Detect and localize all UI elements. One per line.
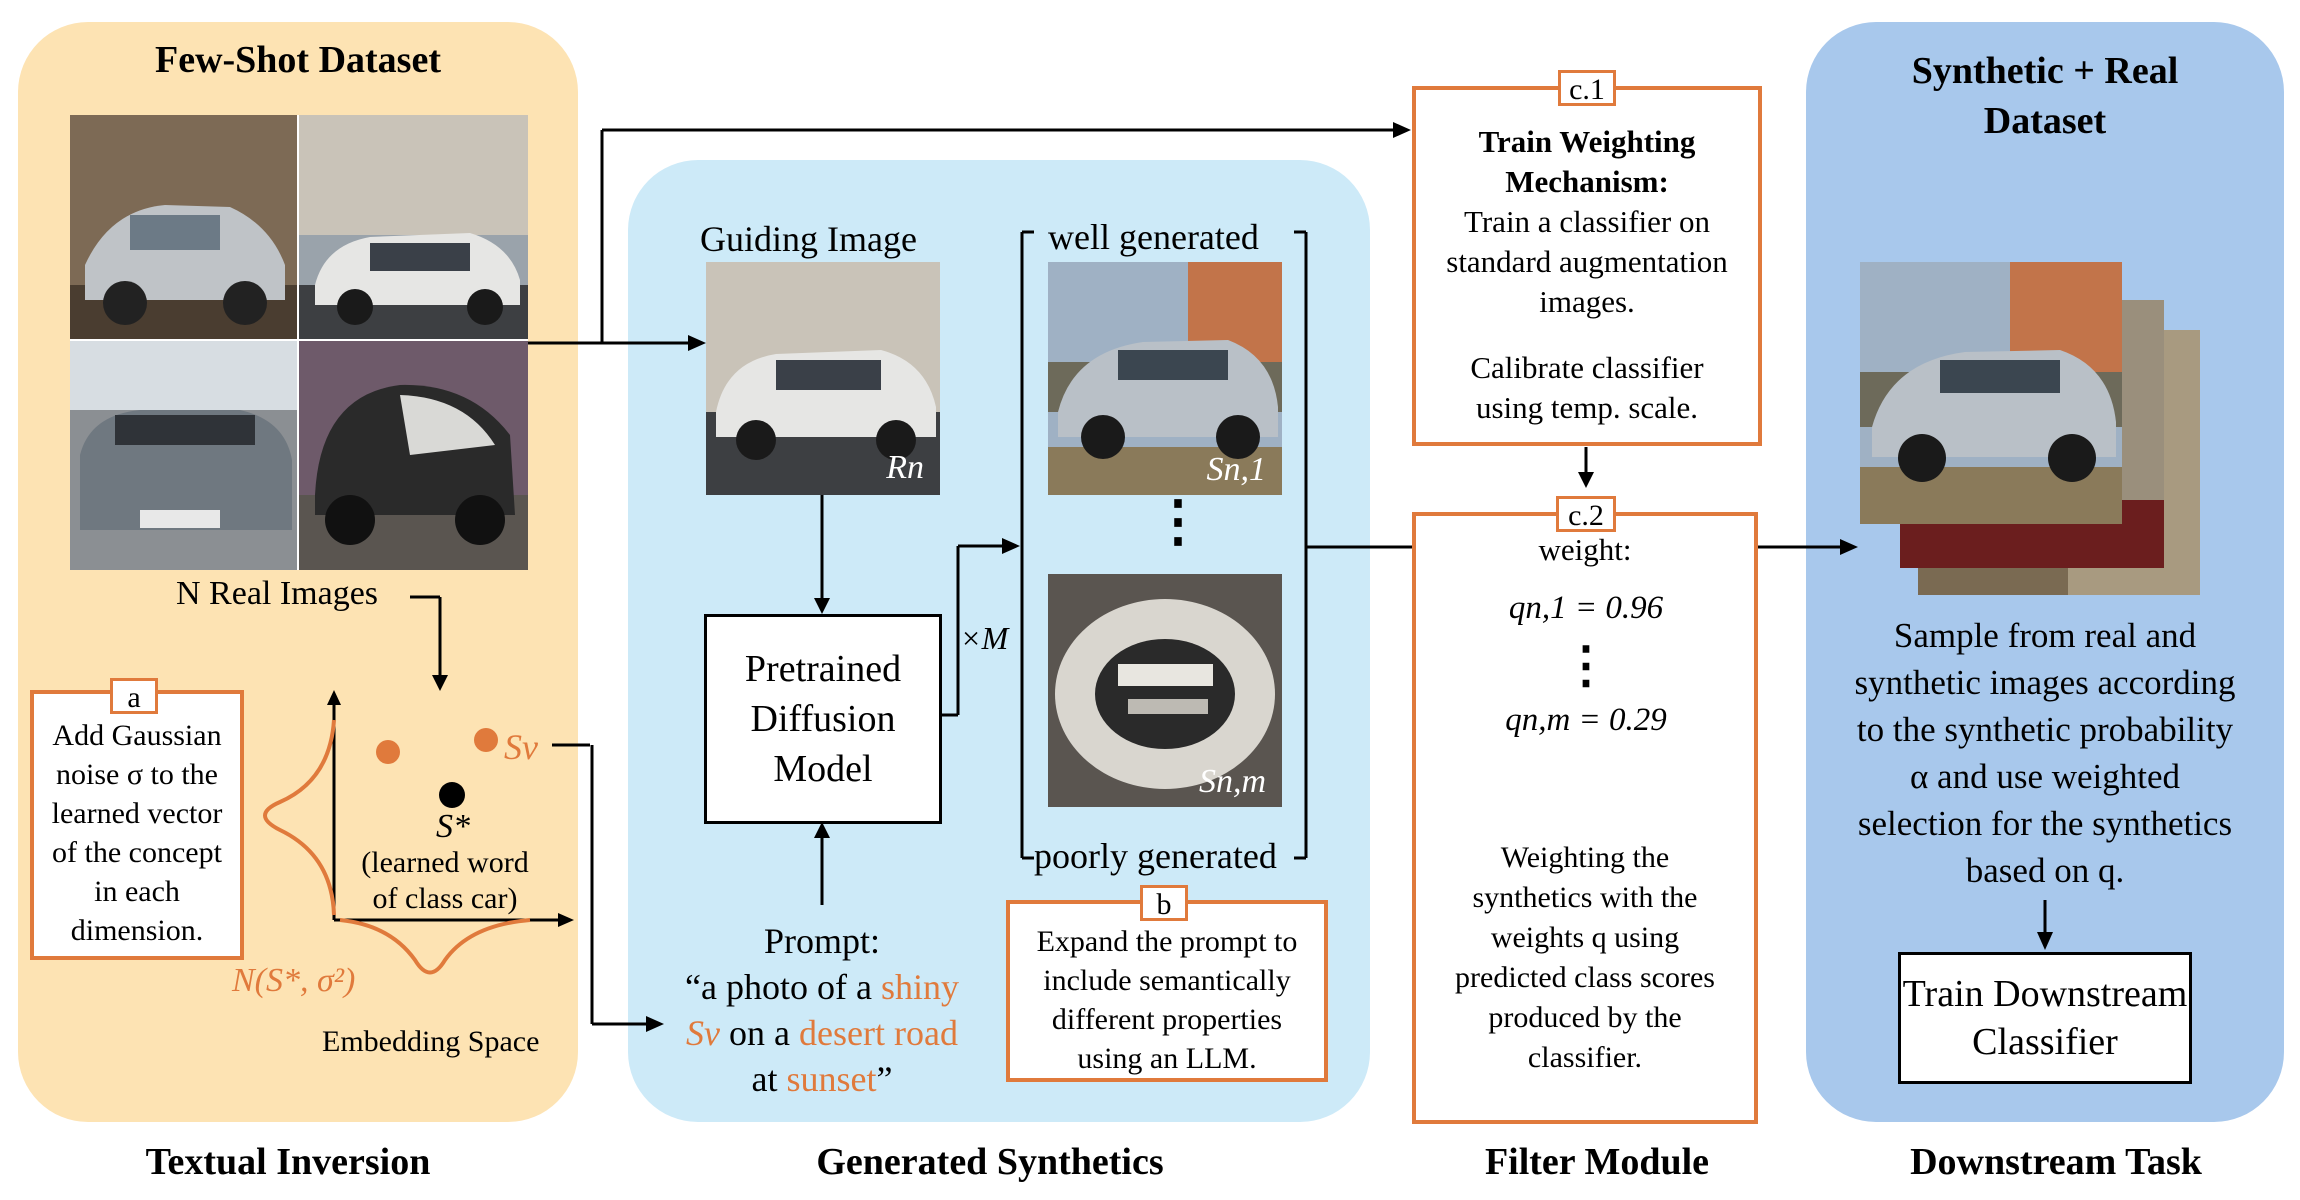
sample-line-4: α and use weighted [1909, 757, 2181, 796]
s-n1-label: Sn,1 [1206, 451, 1267, 488]
few-shot-title: Few-Shot Dataset [154, 39, 441, 81]
weighting-line-5: produced by the [1488, 1001, 1682, 1034]
times-m-label: ×M [960, 620, 1009, 656]
noise-line-4: of the concept [52, 836, 222, 869]
sample-line-5: selection for the synthetics [1857, 804, 2233, 843]
noise-line-3: learned vector [51, 797, 223, 830]
rn-label: Rn [886, 449, 924, 486]
weighting-line-4: predicted class scores [1455, 961, 1715, 994]
train-line-1: Train a classifier on [1464, 204, 1710, 239]
weighting-line-6: classifier. [1527, 1041, 1643, 1074]
pretrained-diffusion-model-box: Pretrained Diffusion Model [704, 614, 942, 824]
learned-word-line-2: of class car) [372, 882, 518, 915]
train-downstream-line-1: Train Downstream [1902, 973, 2188, 1015]
expand-line-1: Expand the prompt to [1036, 925, 1298, 958]
prompt-sv: Sv [686, 1013, 721, 1053]
noise-line-6: dimension. [70, 914, 204, 947]
noise-line-1: Add Gaussian [52, 719, 222, 752]
expand-line-2: include semantically [1043, 964, 1291, 997]
prompt-sunset: sunset [786, 1059, 877, 1099]
expand-prompt-box: Expand the prompt to include semanticall… [1006, 900, 1328, 1082]
tag-b: b [1140, 885, 1188, 921]
prompt-desert-road: desert road [799, 1013, 958, 1053]
sample-line-3: to the synthetic probability [1856, 710, 2234, 749]
learned-word-line-1: (learned word [361, 846, 529, 879]
calibrate-line-2: using temp. scale. [1475, 390, 1699, 425]
train-downstream-line-2: Classifier [1972, 1021, 2118, 1063]
train-downstream-classifier-box: Train Downstream Classifier [1898, 952, 2192, 1084]
tag-c1: c.1 [1558, 70, 1616, 106]
q-last: qn,m = 0.29 [1505, 702, 1667, 738]
embedding-space-label: Embedding Space [322, 1025, 540, 1058]
weight-label: weight: [1538, 532, 1632, 567]
diffusion-line-1: Pretrained [744, 648, 902, 690]
poorly-generated-label: poorly generated [1034, 835, 1277, 877]
weighting-line-1: Weighting the [1500, 841, 1670, 874]
stacked-image-front [1860, 262, 2122, 524]
q-dots: ⋮ [1561, 637, 1611, 693]
sample-line-2: synthetic images according [1854, 663, 2236, 702]
train-weighting-box: Train Weighting Mechanism: Train a class… [1412, 86, 1762, 446]
downstream-title-line-1: Synthetic + Real [1911, 50, 2179, 92]
tag-c2: c.2 [1556, 496, 1616, 532]
section-generated-synthetics: Generated Synthetics [816, 1141, 1164, 1183]
section-textual-inversion: Textual Inversion [145, 1141, 431, 1183]
prompt-line-1: “a photo of a shiny [685, 967, 959, 1007]
prompt-line-2: Sv on a desert road [686, 1013, 958, 1053]
normal-distribution-label: N(S*, σ²) [232, 962, 356, 999]
sample-text: Sample from real and synthetic images ac… [1806, 612, 2284, 894]
diffusion-line-2: Diffusion [750, 698, 896, 740]
synthetic-real-title: Synthetic + Real Dataset [1806, 46, 2284, 146]
prompt-shiny: shiny [880, 967, 959, 1007]
real-images-collage [70, 115, 528, 570]
synthetics-dots: ⋮ [1150, 491, 1206, 553]
well-generated-image: Sn,1 [1048, 262, 1282, 495]
train-line-2: standard augmentation [1446, 244, 1728, 279]
tag-a: a [110, 678, 158, 714]
noise-line-5: in each [94, 875, 180, 908]
expand-line-4: using an LLM. [1077, 1042, 1257, 1075]
q-first: qn,1 = 0.96 [1508, 590, 1664, 626]
train-title-line-2: Mechanism: [1505, 164, 1669, 199]
weighting-line-2: synthetics with the [1472, 881, 1698, 914]
real-images-label: N Real Images [176, 575, 379, 612]
downstream-title-line-2: Dataset [1983, 100, 2107, 142]
embedding-space-plot [263, 595, 590, 975]
section-downstream-task: Downstream Task [1910, 1141, 2202, 1183]
train-line-3: images. [1539, 284, 1635, 319]
gaussian-noise-box: Add Gaussian noise σ to the learned vect… [30, 690, 244, 960]
learned-word-label: (learned word of class car) [330, 845, 560, 917]
weighting-text: Weighting the synthetics with the weight… [1412, 838, 1758, 1078]
diffusion-line-3: Model [773, 748, 873, 790]
filter-module-box [1412, 512, 1758, 1124]
expand-line-3: different properties [1051, 1003, 1283, 1036]
sample-line-1: Sample from real and [1893, 616, 2197, 655]
s-nm-label: Sn,m [1198, 763, 1266, 800]
prompt-label: Prompt: [763, 921, 880, 961]
sample-line-6: based on q. [1965, 851, 2125, 890]
guiding-image: Rn [706, 262, 940, 495]
train-title-line-1: Train Weighting [1478, 124, 1696, 159]
section-filter-module: Filter Module [1484, 1141, 1710, 1183]
poorly-generated-image: Sn,m [1048, 574, 1282, 807]
s-star-label: S* [436, 808, 470, 845]
guiding-image-title: Guiding Image [700, 219, 917, 259]
weighting-line-3: weights q using [1490, 921, 1680, 954]
well-generated-label: well generated [1048, 217, 1259, 257]
sv-label: Sv [504, 727, 538, 767]
calibrate-line-1: Calibrate classifier [1470, 350, 1704, 385]
noise-line-2: noise σ to the [56, 758, 218, 791]
prompt-line-3: at sunset” [751, 1059, 893, 1099]
prompt-text: Prompt: “a photo of a shiny Sv on a dese… [644, 918, 1000, 1102]
